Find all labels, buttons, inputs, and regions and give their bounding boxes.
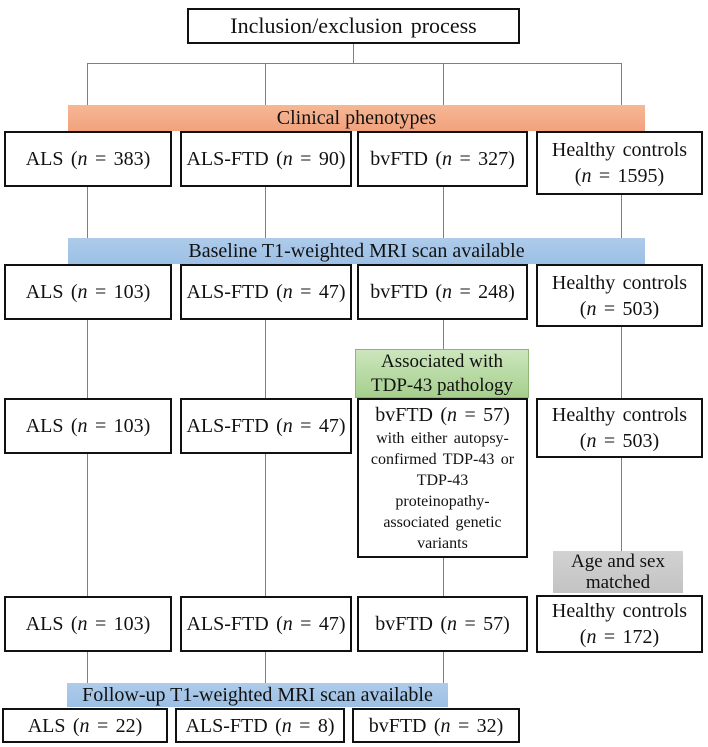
- box-healthy-controls-row4: Healthy controls (n = 172): [536, 595, 703, 653]
- connector-top-col1: [87, 63, 88, 105]
- box-alsftd-row2: ALS-FTD (n = 47): [180, 264, 352, 320]
- box-hc-row3-line1: Healthy controls: [551, 404, 688, 426]
- callout-tdp43-line1: Associated with: [381, 350, 503, 372]
- banner-clinical-phenotypes-label: Clinical phenotypes: [276, 106, 437, 129]
- connector-top-col2: [265, 63, 266, 105]
- connector-r2-green-col3: [443, 320, 444, 349]
- box-bvftd-row1-label: bvFTD (n = 327): [370, 148, 515, 170]
- connector-title-stem: [353, 44, 354, 63]
- box-alsftd-row3: ALS-FTD (n = 47): [180, 398, 352, 454]
- box-als-row3-label: ALS (n = 103): [25, 415, 151, 437]
- title-box: Inclusion/exclusion process: [187, 8, 520, 44]
- connector-r4-banner-col2: [265, 652, 266, 683]
- box-hc-row1-line2: (n = 1595): [574, 165, 665, 187]
- box-alsftd-row5: ALS-FTD (n = 8): [175, 708, 345, 743]
- box-bvftd-row2: bvFTD (n = 248): [357, 264, 528, 320]
- callout-age-sex-line1: Age and sex: [571, 551, 665, 572]
- callout-age-sex-matched: Age and sex matched: [553, 551, 683, 593]
- box-bvftd-row4: bvFTD (n = 57): [357, 596, 528, 652]
- box-alsftd-row4: ALS-FTD (n = 47): [180, 596, 352, 652]
- banner-clinical-phenotypes: Clinical phenotypes: [68, 105, 645, 131]
- box-hc-row1-line1: Healthy controls: [551, 139, 688, 161]
- banner-baseline-mri-label: Baseline T1-weighted MRI scan available: [188, 239, 525, 262]
- connector-r2-r3-col1: [87, 320, 88, 398]
- connector-r4-banner-col3: [443, 652, 444, 683]
- connector-r2-r3-col4: [621, 327, 622, 398]
- box-hc-row4-line2: (n = 172): [579, 626, 660, 648]
- box-bvftd-row3-sub-line2: confirmed TDP-43 or: [370, 451, 515, 468]
- box-als-row1: ALS (n = 383): [4, 131, 172, 187]
- flowchart-title: Inclusion/exclusion process: [230, 13, 477, 38]
- box-bvftd-row3-sub-line4: proteinopathy-: [395, 493, 490, 510]
- box-healthy-controls-row1: Healthy controls (n = 1595): [536, 131, 703, 195]
- box-bvftd-row3-sub-line1: with either autopsy-: [376, 430, 509, 447]
- connector-r3-r4-col2: [265, 454, 266, 596]
- box-bvftd-row5-label: bvFTD (n = 32): [368, 714, 504, 737]
- connector-top-col4: [621, 63, 622, 105]
- box-bvftd-row3-sub-line3: TDP-43: [416, 472, 469, 489]
- connector-r3-r4-col3: [443, 558, 444, 596]
- connector-r3-gray-col4: [621, 458, 622, 551]
- box-bvftd-row5: bvFTD (n = 32): [352, 708, 520, 743]
- box-bvftd-row3-label: bvFTD (n = 57): [375, 404, 510, 426]
- callout-tdp43-line2: TDP-43 pathology: [371, 374, 513, 396]
- box-als-row5: ALS (n = 22): [2, 708, 168, 743]
- banner-followup-mri: Follow-up T1-weighted MRI scan available: [67, 683, 448, 707]
- connector-r3-r4-col1: [87, 454, 88, 596]
- box-als-row2-label: ALS (n = 103): [25, 281, 151, 303]
- box-als-row1-label: ALS (n = 383): [25, 148, 151, 170]
- connector-r1-r2-col2: [265, 187, 266, 238]
- box-als-row5-label: ALS (n = 22): [27, 714, 143, 737]
- box-alsftd-row2-label: ALS-FTD (n = 47): [186, 281, 346, 303]
- box-alsftd-row3-label: ALS-FTD (n = 47): [186, 415, 346, 437]
- box-bvftd-row4-label: bvFTD (n = 57): [375, 613, 510, 635]
- box-als-row4-label: ALS (n = 103): [25, 613, 151, 635]
- box-bvftd-row3-sub-line6: variants: [417, 535, 468, 552]
- connector-r4-banner-col1: [87, 652, 88, 683]
- banner-baseline-mri: Baseline T1-weighted MRI scan available: [68, 238, 645, 264]
- box-bvftd-row3-sub-line5: associated genetic: [383, 514, 502, 531]
- box-hc-row3-line2: (n = 503): [579, 430, 660, 452]
- box-als-row2: ALS (n = 103): [4, 264, 172, 320]
- callout-age-sex-line2: matched: [585, 572, 651, 593]
- box-hc-row4-line1: Healthy controls: [551, 600, 688, 622]
- box-hc-row2-line1: Healthy controls: [551, 271, 688, 294]
- callout-tdp43-pathology: Associated with TDP-43 pathology: [355, 349, 529, 398]
- box-bvftd-tdp43-row3: bvFTD (n = 57) with either autopsy- conf…: [357, 398, 528, 558]
- box-hc-row2-line2: (n = 503): [579, 297, 660, 320]
- box-als-row3: ALS (n = 103): [4, 398, 172, 454]
- connector-r2-r3-col2: [265, 320, 266, 398]
- box-healthy-controls-row3: Healthy controls (n = 503): [536, 398, 703, 458]
- connector-top-col3: [443, 63, 444, 105]
- box-alsftd-row1: ALS-FTD (n = 90): [180, 131, 352, 187]
- connector-r1-r2-col4: [621, 195, 622, 238]
- box-alsftd-row4-label: ALS-FTD (n = 47): [186, 613, 346, 635]
- connector-r1-r2-col3: [443, 187, 444, 238]
- connector-top-horizontal: [87, 63, 622, 64]
- box-bvftd-row1: bvFTD (n = 327): [357, 131, 528, 187]
- box-alsftd-row5-label: ALS-FTD (n = 8): [185, 714, 335, 737]
- box-bvftd-row2-label: bvFTD (n = 248): [370, 281, 515, 303]
- banner-followup-mri-label: Follow-up T1-weighted MRI scan available: [82, 683, 433, 706]
- connector-r1-r2-col1: [87, 187, 88, 238]
- box-alsftd-row1-label: ALS-FTD (n = 90): [186, 148, 346, 170]
- box-healthy-controls-row2: Healthy controls (n = 503): [536, 264, 703, 327]
- box-als-row4: ALS (n = 103): [4, 596, 172, 652]
